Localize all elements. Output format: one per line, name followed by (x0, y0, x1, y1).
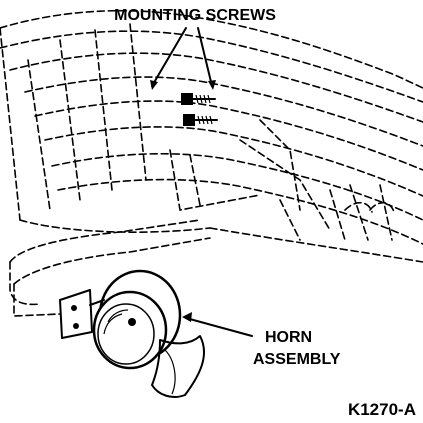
figure-code: K1270-A (348, 400, 416, 419)
mounting-screws-label: MOUNTING SCREWS (114, 7, 276, 24)
horn-label-line2: ASSEMBLY (253, 351, 341, 368)
support-bracket-phantom (9, 119, 395, 317)
horn-label-line1: HORN (265, 329, 312, 346)
grille-phantom-outline (0, 9, 423, 263)
mounting-screw-upper (181, 93, 216, 105)
horn-assembly (59, 269, 205, 398)
mounting-screws-leaders (150, 27, 216, 90)
horn-leader (182, 312, 253, 337)
mounting-screw-lower (183, 114, 218, 126)
